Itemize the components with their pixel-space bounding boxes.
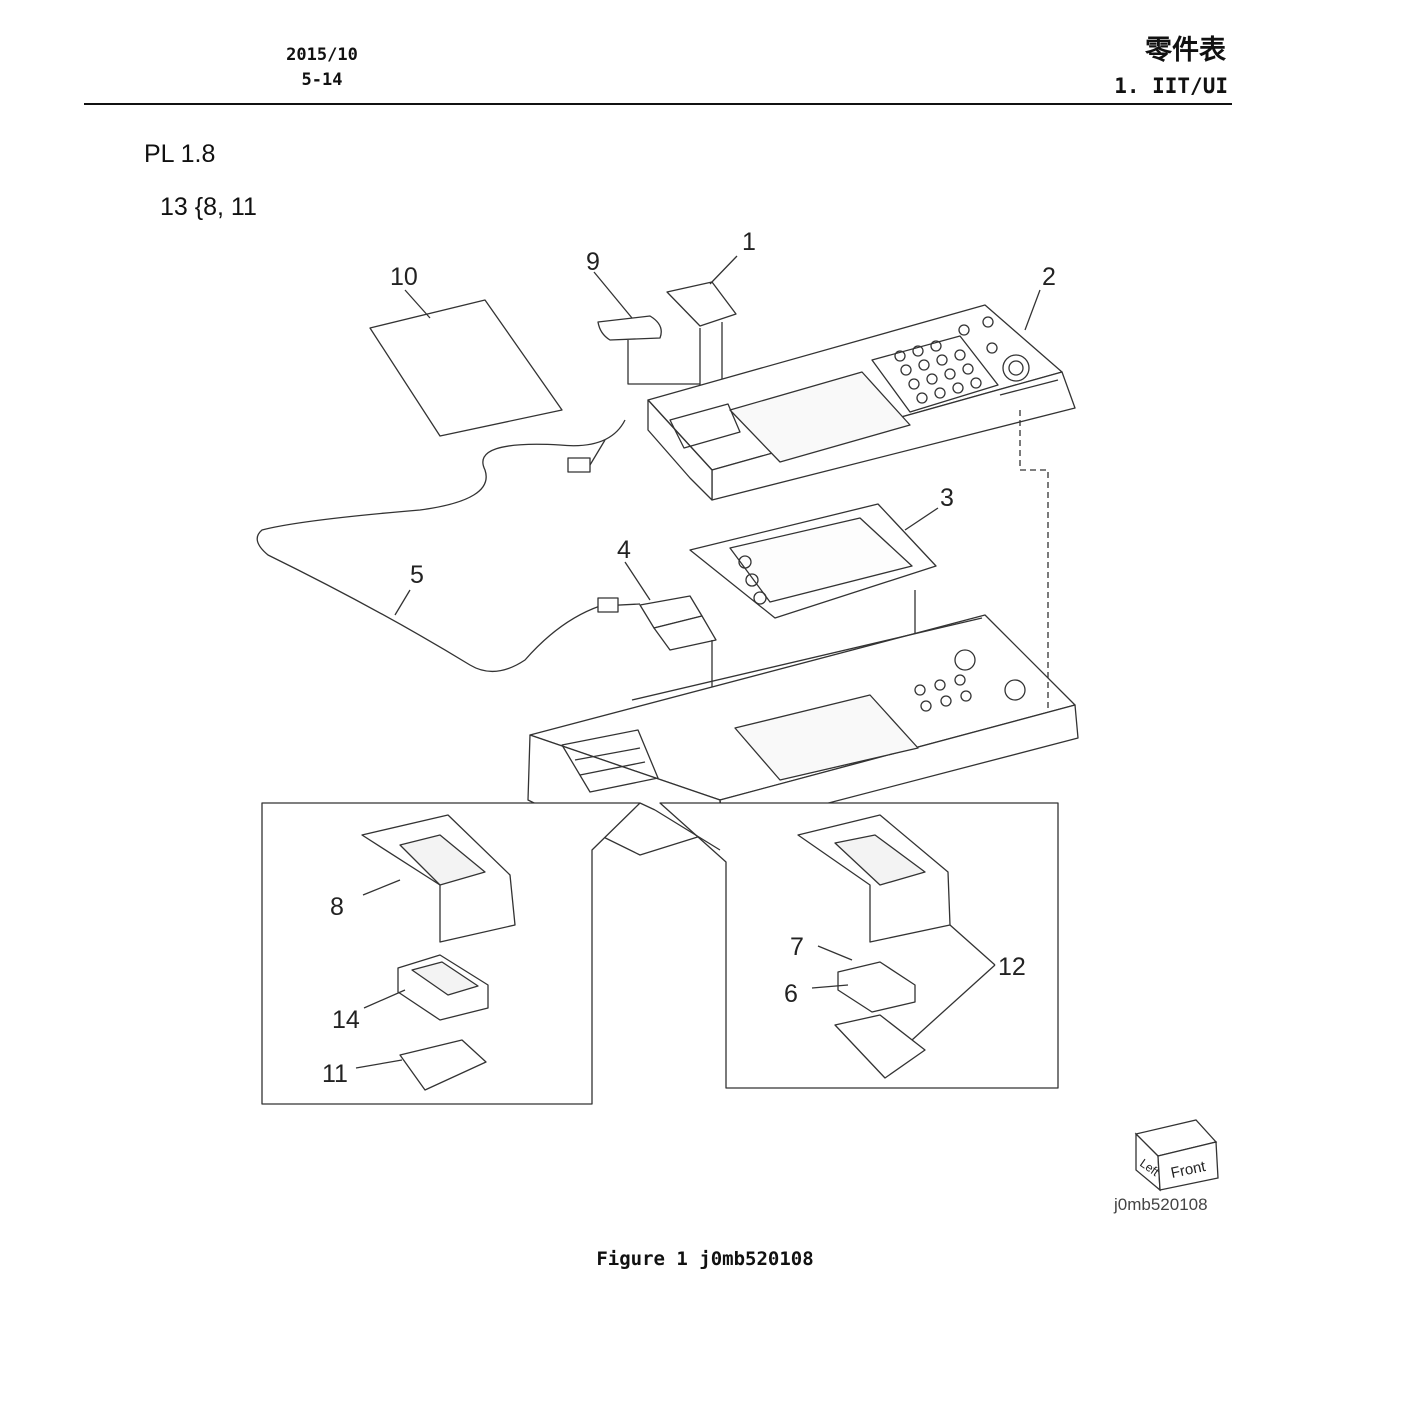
inset-left	[261, 802, 656, 1105]
inset-right	[659, 802, 1059, 1089]
part-5-cable	[256, 419, 641, 672]
callout-14: 14	[332, 1006, 360, 1034]
header-page-number: 5-14	[301, 70, 343, 90]
callout-8: 8	[330, 893, 344, 921]
kit-composition: 13 {8, 11	[160, 193, 257, 222]
header-date: 2015/10	[286, 45, 358, 65]
part-3-display-frame	[689, 503, 937, 740]
callout-3: 3	[940, 484, 954, 512]
header-title: 零件表	[1145, 35, 1226, 66]
callout-9: 9	[586, 248, 600, 276]
figure-code: j0mb520108	[1114, 1195, 1208, 1214]
part-2-top-cover	[647, 304, 1076, 501]
part-6-module	[837, 961, 916, 1013]
callout-11: 11	[322, 1060, 348, 1088]
part-1-cover	[666, 281, 737, 327]
figure-caption: Figure 1 j0mb520108	[596, 1248, 814, 1270]
callout-2: 2	[1042, 263, 1056, 291]
part-9-label	[597, 315, 662, 341]
orientation-cube-icon: Left Front	[1134, 1119, 1219, 1192]
callout-10: 10	[390, 263, 418, 291]
callout-6: 6	[784, 980, 798, 1008]
header-divider	[84, 103, 1232, 105]
callout-12: 12	[998, 953, 1026, 981]
kit-brace: {	[194, 193, 204, 221]
header-section: 1. IIT/UI	[1114, 74, 1228, 98]
kit-number: 13	[160, 193, 188, 221]
base-assembly	[527, 614, 1079, 856]
callout-5: 5	[410, 561, 424, 589]
part-4-bracket	[639, 595, 717, 780]
part-12-plate	[834, 1014, 926, 1079]
callout-4: 4	[617, 536, 631, 564]
part-11-bracket	[399, 1039, 487, 1091]
parts-list-id: PL 1.8	[144, 140, 216, 168]
callout-7: 7	[790, 933, 804, 961]
kit-members: 8, 11	[203, 193, 257, 221]
callout-1: 1	[742, 228, 756, 256]
part-10-sheet	[369, 299, 563, 437]
